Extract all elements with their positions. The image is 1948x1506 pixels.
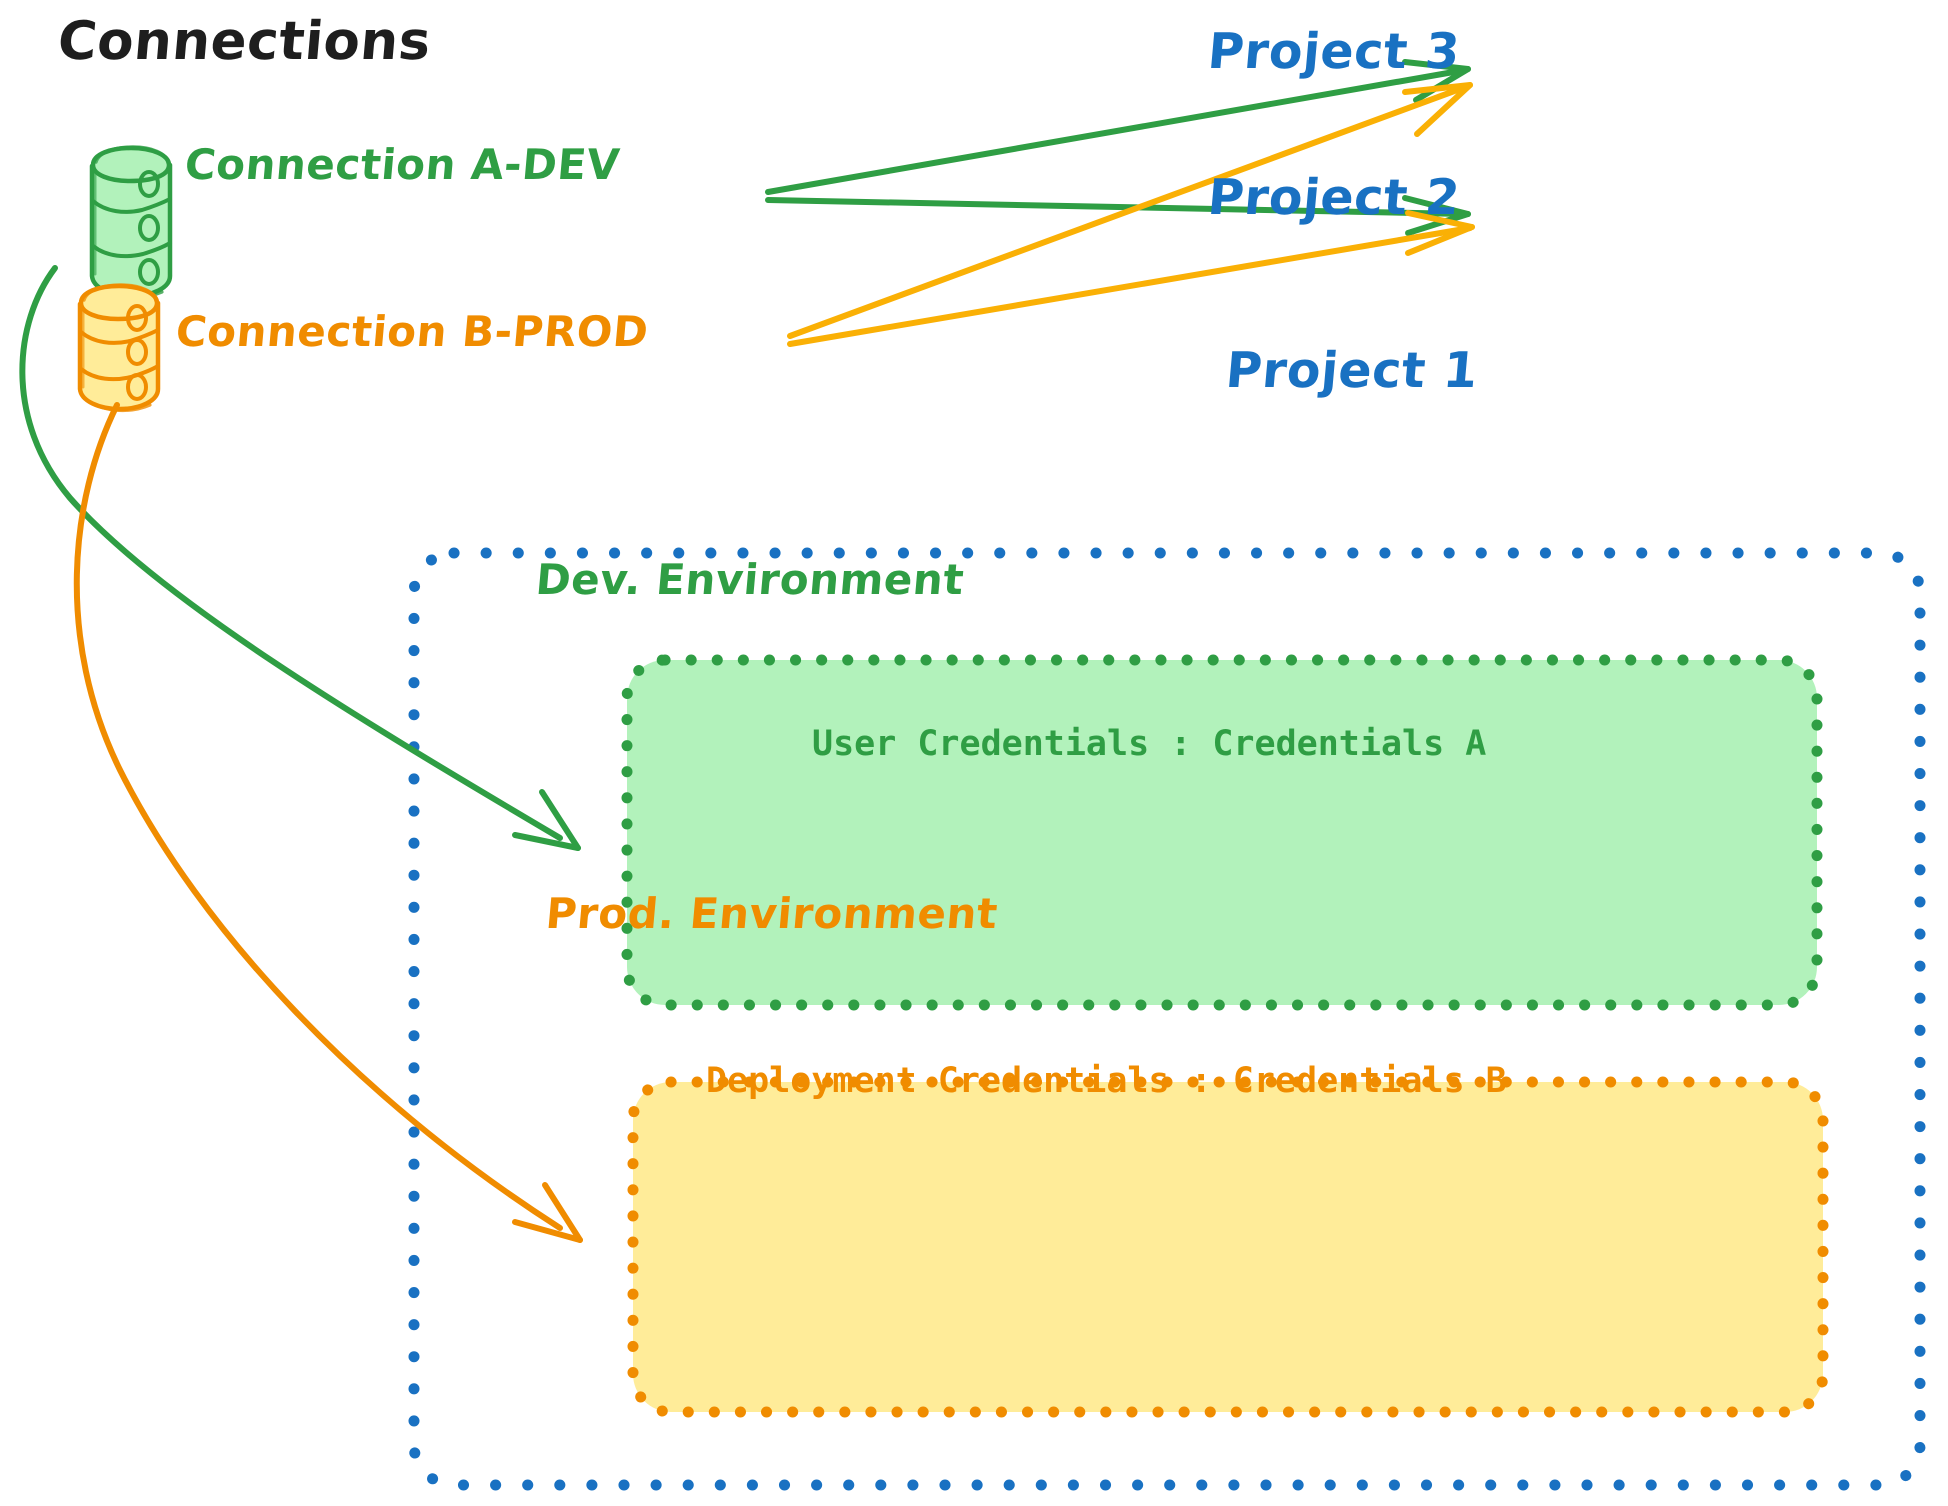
edge-conn-a-to-dev-environment [19,265,581,851]
edge-conn-a-to-project-2 [765,195,1471,236]
database-cylinder-icon-green[interactable] [89,145,173,299]
page-title: Connections [55,11,434,72]
prod-environment-credentials: Deployment Credentials : Credentials B [706,1061,1507,1101]
dev-environment-title: Dev. Environment [533,555,967,604]
edge-conn-b-to-project-3 [787,82,1473,339]
connection-a-dev-label[interactable]: Connection A-DEV [182,140,622,189]
connection-b-prod-label[interactable]: Connection B-PROD [173,307,651,356]
project-2-label[interactable]: Project 2 [1205,169,1463,226]
prod-environment-title: Prod. Environment [543,889,1000,938]
project-3-label[interactable]: Project 3 [1205,23,1463,80]
dev-environment-box[interactable] [621,654,1823,1011]
project-1-label[interactable]: Project 1 [1223,342,1481,399]
database-cylinder-icon-orange[interactable] [77,283,161,412]
dev-environment-credentials: User Credentials : Credentials A [812,724,1487,764]
edge-conn-b-to-project-2 [787,210,1475,347]
project-1-container-border [408,547,1926,1491]
edge-conn-a-to-project-3 [765,59,1471,195]
edge-conn-b-to-prod-environment [73,402,583,1243]
prod-environment-box[interactable] [627,1076,1829,1418]
